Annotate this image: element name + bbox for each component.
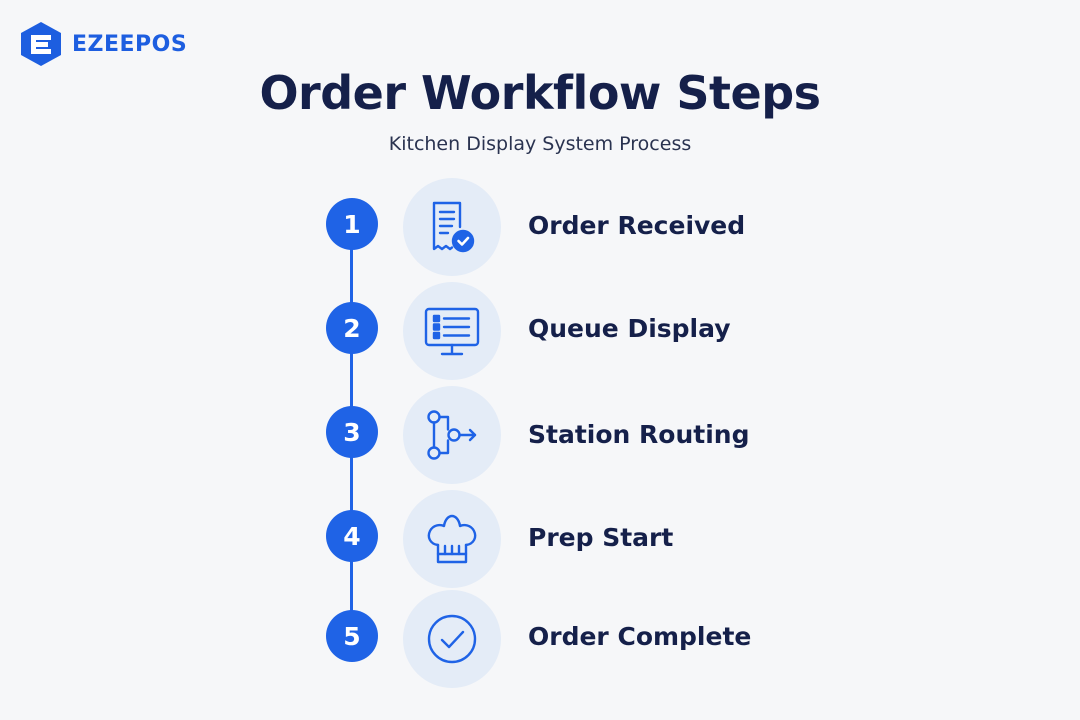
step-label: Queue Display (528, 314, 731, 343)
step-number-badge: 4 (326, 510, 378, 562)
step-number-badge: 1 (326, 198, 378, 250)
step-label: Order Received (528, 211, 746, 240)
step-number-badge: 5 (326, 610, 378, 662)
check-circle-icon (403, 590, 501, 688)
step-label: Station Routing (528, 420, 750, 449)
routing-flow-icon (403, 386, 501, 484)
chef-hat-icon (403, 490, 501, 588)
brand: EZEEPOS (20, 21, 187, 67)
step-label: Order Complete (528, 622, 752, 651)
step-number-badge: 2 (326, 302, 378, 354)
page-subtitle: Kitchen Display System Process (388, 133, 692, 155)
monitor-list-icon (403, 282, 501, 380)
step-label: Prep Start (528, 523, 674, 552)
step-number-badge: 3 (326, 406, 378, 458)
receipt-check-icon (403, 178, 501, 276)
page-title: Order Workflow Steps (259, 66, 821, 120)
ezeepos-logo-icon (21, 22, 61, 66)
brand-name: EZEEPOS (72, 31, 188, 57)
